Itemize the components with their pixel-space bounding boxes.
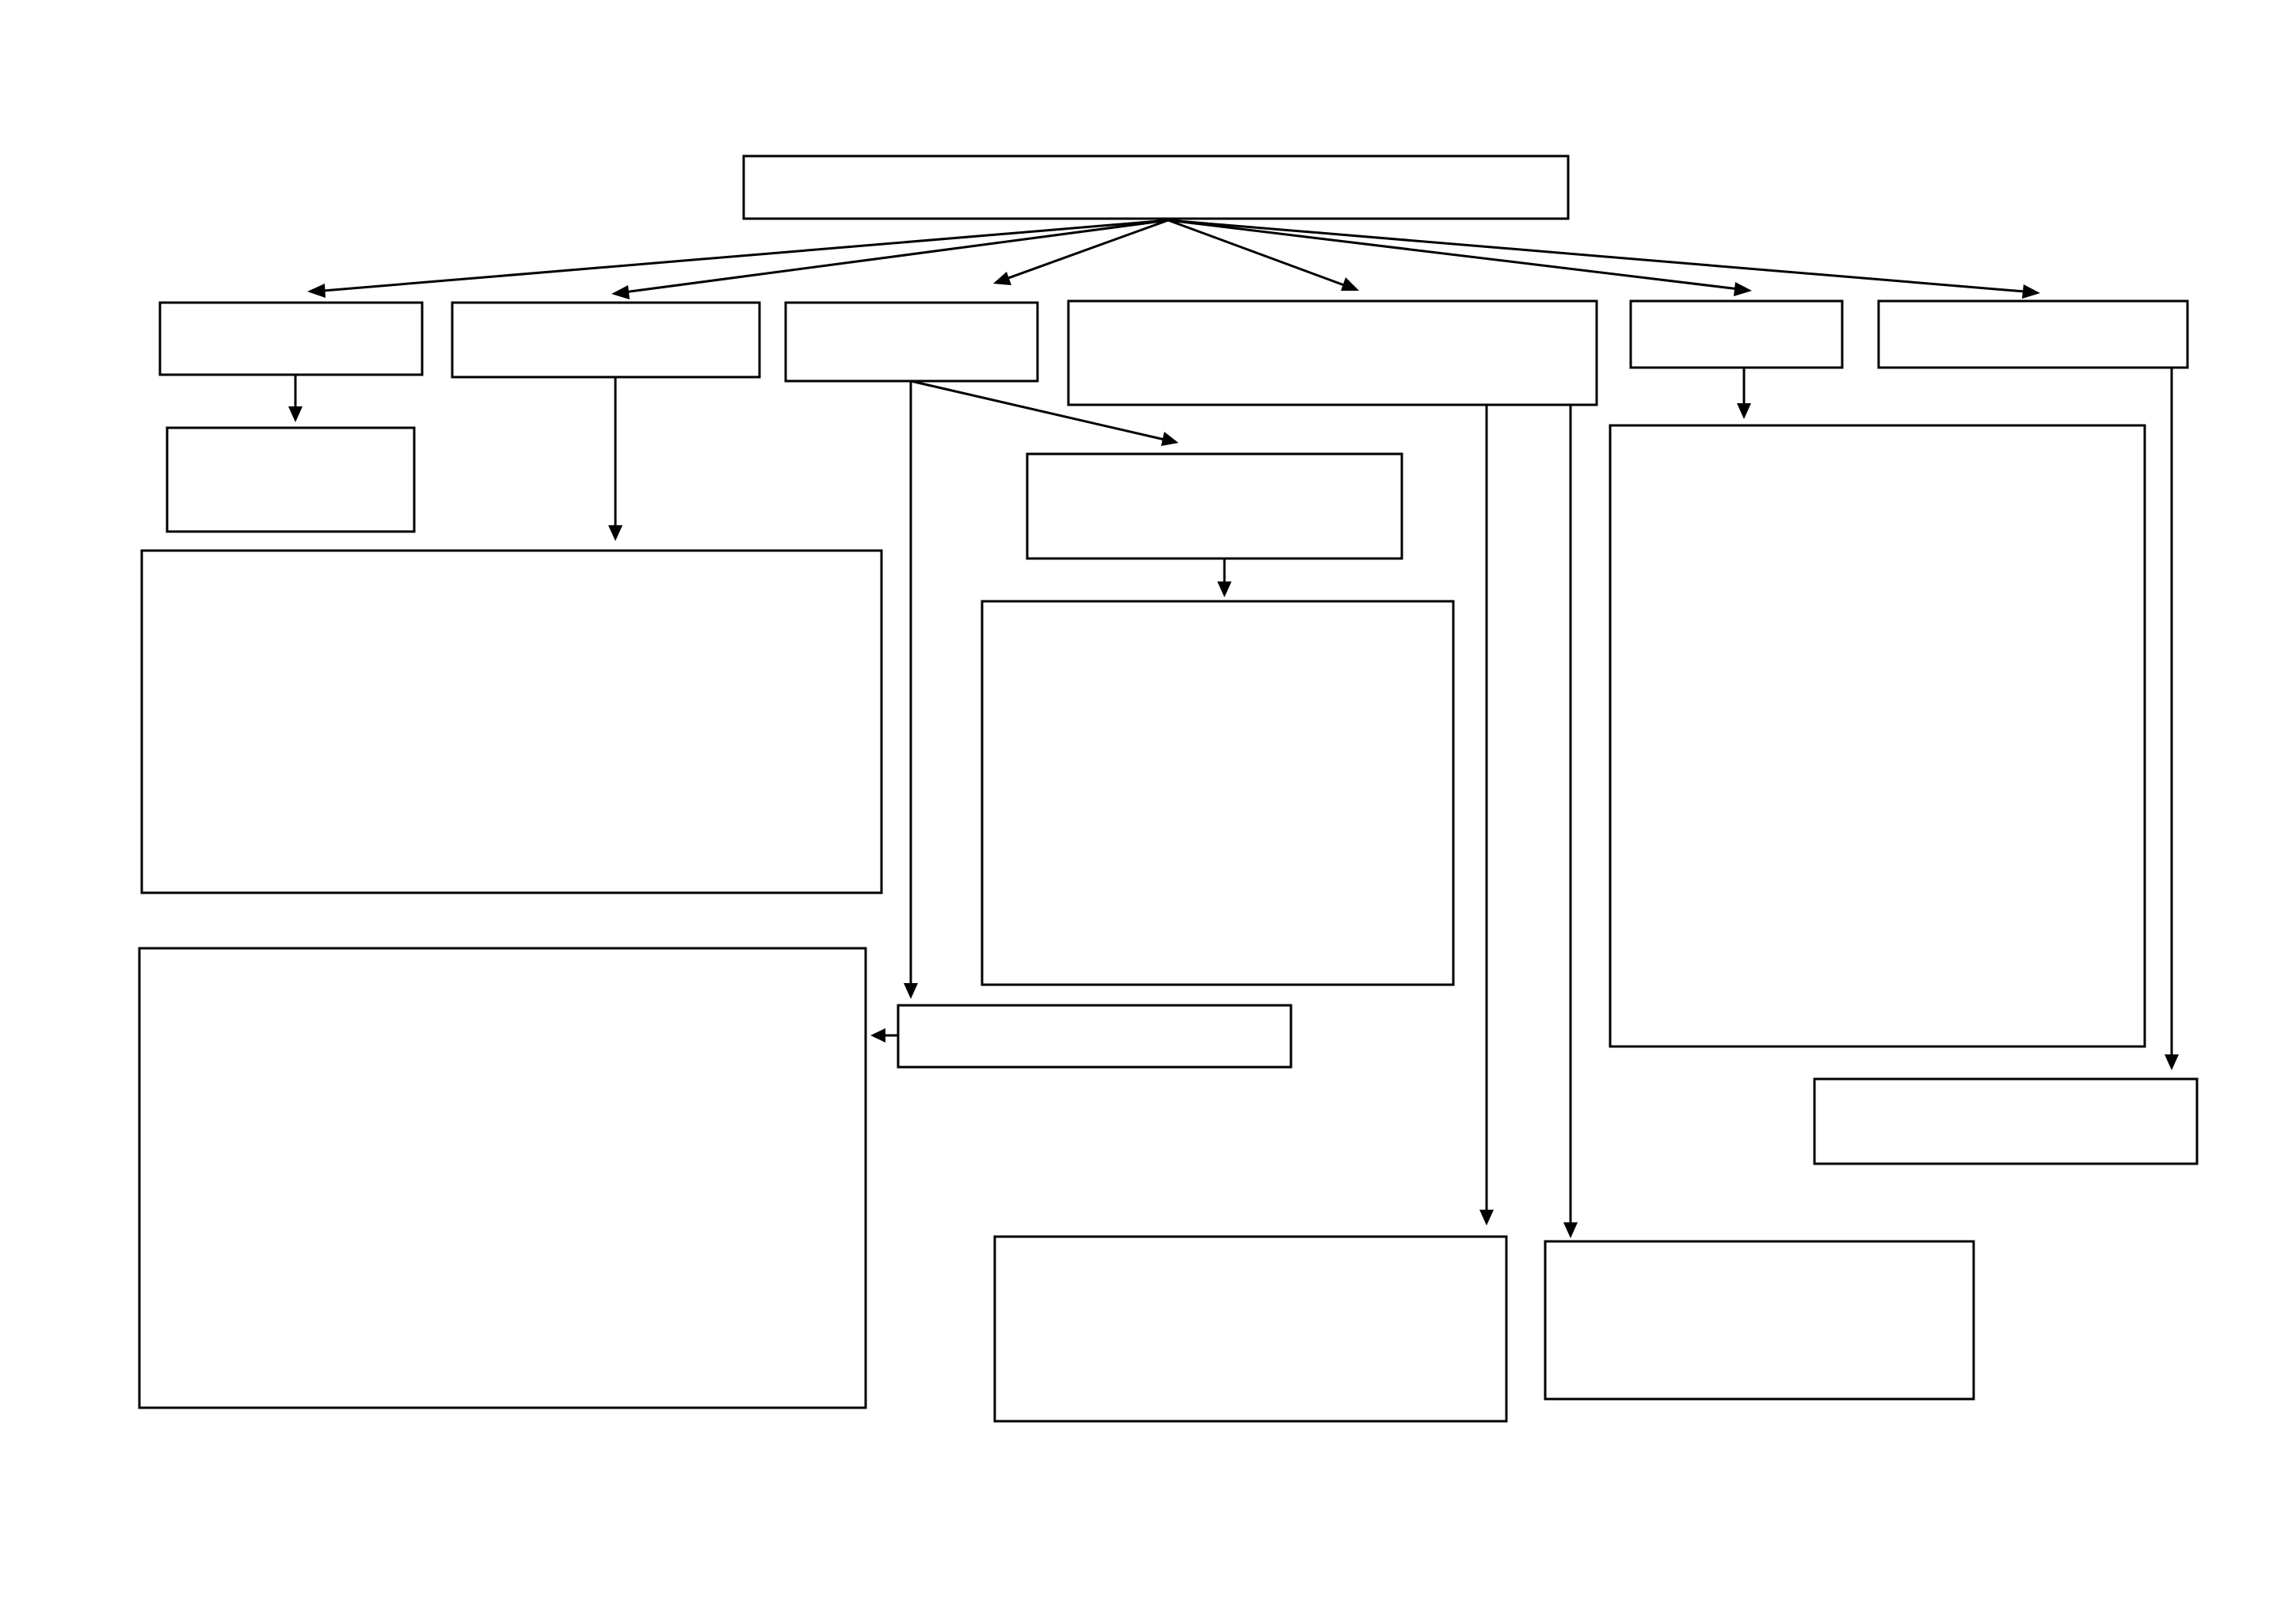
edge-root-to-branch-4 <box>1167 219 1359 291</box>
node-root <box>742 154 1570 220</box>
node-branch-3-side-child <box>1026 452 1403 560</box>
node-branch-4-child-left <box>993 1235 1508 1423</box>
edge-branch-1-to-child <box>288 375 303 422</box>
edge-branch-4-to-child-right <box>1563 405 1578 1238</box>
node-branch-3-bottom-child <box>897 1004 1293 1069</box>
node-branch-5 <box>1629 299 1844 369</box>
node-branch-3-bottom-target <box>138 947 867 1409</box>
edge-root-to-branch-6 <box>1167 219 2040 299</box>
edge-branch-4-to-child-left <box>1479 405 1494 1226</box>
edge-branch-2-to-child <box>608 377 623 541</box>
node-branch-4 <box>1067 299 1598 406</box>
node-branch-1-child <box>166 426 416 533</box>
node-branch-2 <box>451 301 761 379</box>
node-branch-3-side-grandchild <box>980 600 1455 986</box>
edge-root-to-branch-1 <box>307 219 1169 298</box>
edge-root-to-branch-5 <box>1167 219 1752 296</box>
edge-root-to-branch-2 <box>611 219 1169 299</box>
edge-branch-3-to-bottom-child <box>904 381 918 999</box>
edge-branch-3-to-side-child <box>910 379 1178 446</box>
edge-branch-5-to-child <box>1737 368 1751 419</box>
edges-layer <box>288 219 2179 1238</box>
node-branch-6 <box>1877 299 2189 369</box>
node-branch-3 <box>784 301 1039 383</box>
edge-bottom-child-to-target <box>870 1028 898 1043</box>
node-branch-6-child <box>1813 1077 2199 1165</box>
nodes-layer <box>138 154 2199 1423</box>
edge-side-child-to-grandchild <box>1217 558 1232 597</box>
node-branch-2-child <box>140 549 883 894</box>
edge-root-to-branch-3 <box>993 219 1169 285</box>
node-branch-4-child-right <box>1544 1240 1975 1401</box>
edge-branch-6-to-child <box>2165 368 2179 1070</box>
node-branch-5-child <box>1609 424 2146 1048</box>
node-branch-1 <box>158 301 424 376</box>
